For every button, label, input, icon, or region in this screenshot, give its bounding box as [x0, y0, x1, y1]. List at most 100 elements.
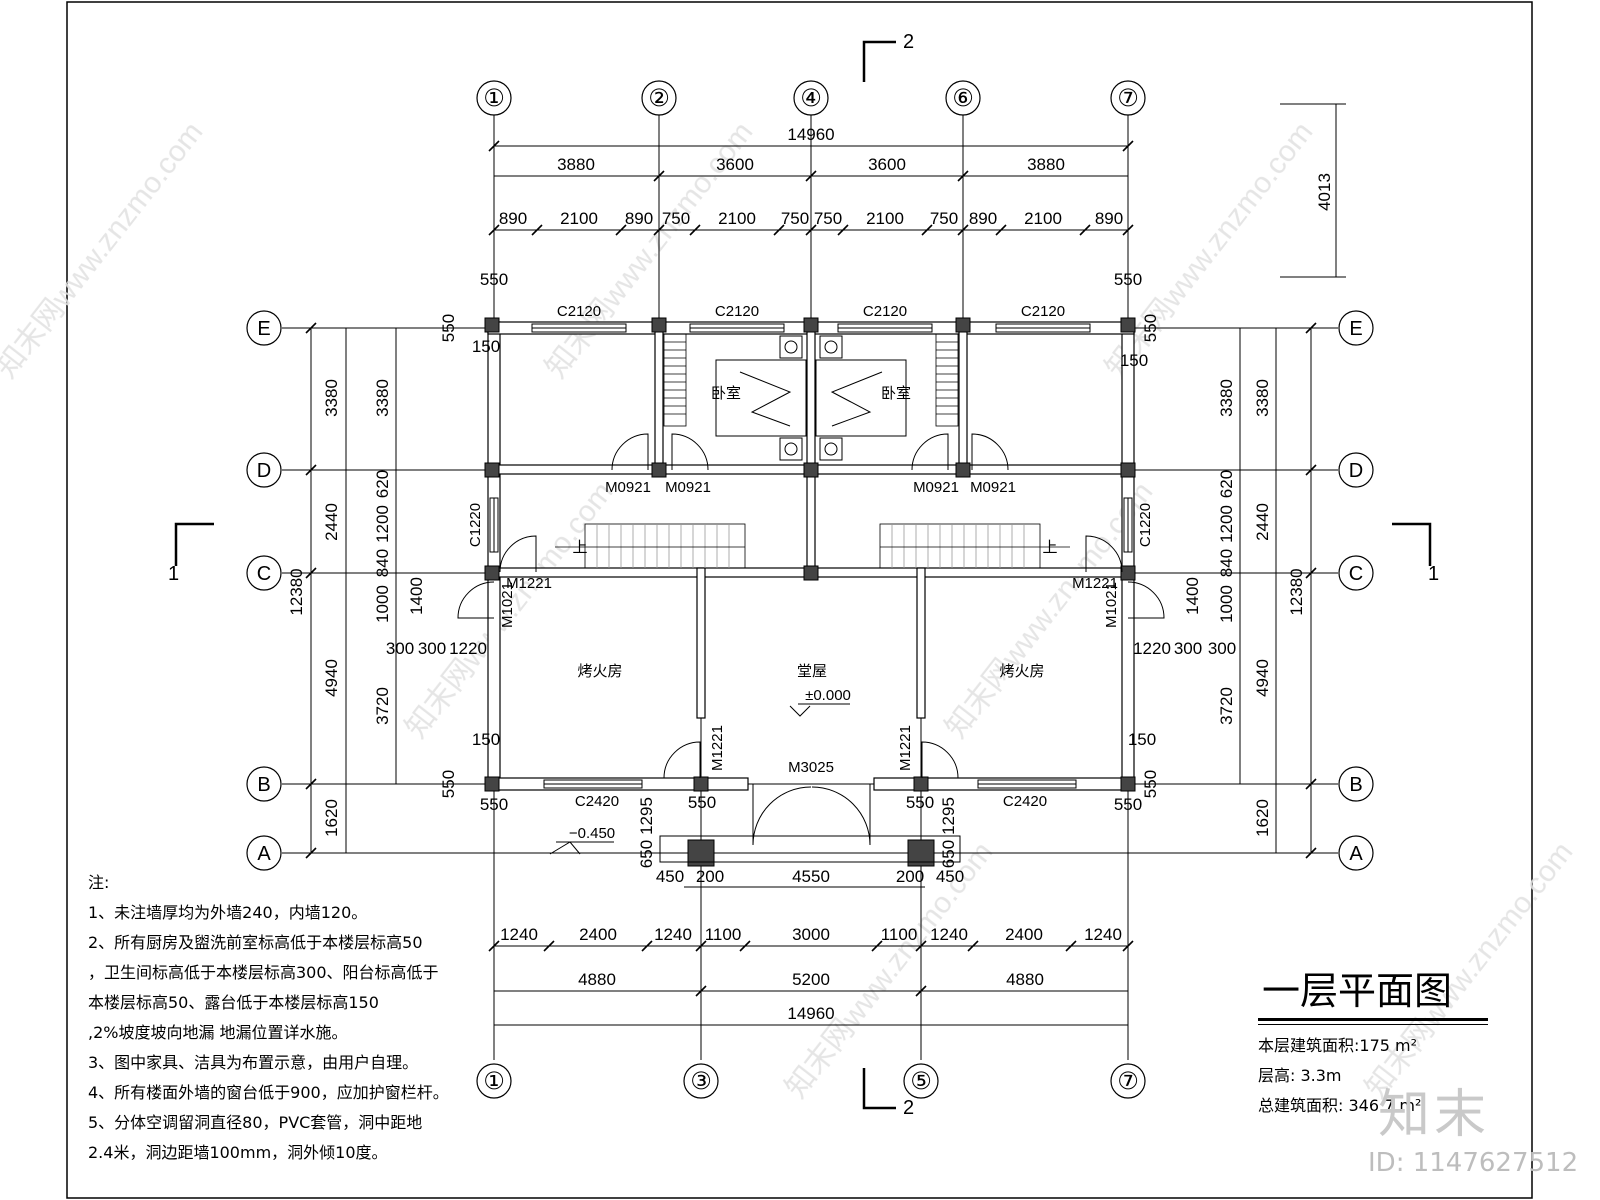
dim-top-detail: 890: [1095, 209, 1123, 228]
floor-level: ±0.000: [805, 687, 851, 704]
storey-area: 本层建筑面积:175 m²: [1258, 1036, 1418, 1055]
axis-label-top: ②: [648, 85, 670, 112]
axis-label-left: A: [257, 843, 271, 865]
dim-top-detail: 2100: [1024, 209, 1062, 228]
room-label-fire-room: 烤火房: [577, 663, 622, 680]
dim-side-outer: 2440: [322, 503, 341, 541]
note-line: 5、分体空调留洞直径80，PVC套管，洞中距地: [88, 1113, 423, 1132]
dim-top-detail: 2100: [718, 209, 756, 228]
dim-top-detail: 750: [930, 209, 958, 228]
dim-bottom-detail: 3000: [792, 925, 830, 944]
dim-front: 650: [939, 840, 958, 868]
door-tag: M1221: [1072, 575, 1118, 592]
dim-top-mid: 3880: [1027, 155, 1065, 174]
dim-side-outer: 1620: [322, 799, 341, 837]
entrance: [494, 703, 1128, 867]
window-tag: C2420: [575, 793, 619, 810]
dim-front: 450: [656, 867, 684, 886]
dim-side-mid: 1400: [407, 577, 426, 615]
axis-label-top: ①: [483, 85, 505, 112]
room-labels: 卧室 卧室 烤火房 堂屋 烤火房 上 上 ±0.000 −0.450: [569, 385, 1058, 842]
note-line: 2、所有厨房及盥洗前室标高低于本楼层标高50: [88, 933, 423, 952]
window-tag: C2120: [1021, 303, 1065, 320]
door-tag: M1021: [499, 582, 516, 628]
window-tag: C2420: [1003, 793, 1047, 810]
dim-right-h: 1220: [1133, 639, 1171, 658]
dim-wall: 150: [1120, 351, 1148, 370]
title-underline: [1258, 1018, 1488, 1021]
door-tag: M3025: [788, 759, 834, 776]
door-tag: M1021: [1103, 582, 1120, 628]
dim-top-mid: 3880: [557, 155, 595, 174]
axis-label-top: ④: [800, 85, 822, 112]
axis-label-bottom: ⑦: [1117, 1068, 1139, 1095]
axis-label-left: D: [257, 460, 271, 482]
axis-label-left: B: [257, 774, 270, 796]
window-tag: C2120: [715, 303, 759, 320]
section-mark-label: 1: [168, 563, 179, 585]
dim-corner: 550: [906, 793, 934, 812]
dim-bottom-detail: 2400: [579, 925, 617, 944]
dim-right-h: 300: [1174, 639, 1202, 658]
brand-logo: 知末: [1378, 1085, 1491, 1145]
dim-side-outer: 3380: [322, 379, 341, 417]
axis-label-left: C: [257, 563, 271, 585]
axis-label-bottom: ⑤: [910, 1068, 932, 1095]
storey-height: 层高: 3.3m: [1258, 1066, 1342, 1085]
dim-top-detail: 750: [814, 209, 842, 228]
opening-tags: C2120 C2120 C2120 C2120 C2420 C2420 C122…: [467, 303, 1154, 810]
title-block: 一层平面图 本层建筑面积:175 m² 层高: 3.3m 总建筑面积: 346.…: [1258, 968, 1488, 1121]
dim-left-h: 1220: [449, 639, 487, 658]
dim-corner: 550: [1141, 770, 1160, 798]
axis-labels: ① ② ④ ⑥ ⑦ ① ③ ⑤ ⑦: [483, 85, 1139, 1095]
dim-top-detail: 2100: [560, 209, 598, 228]
columns: [484, 317, 1136, 792]
section-mark-label: 1: [1428, 563, 1439, 585]
dim-side-outer: 4940: [322, 659, 341, 697]
windows: [489, 323, 1133, 789]
dim-side-outer: 2440: [1253, 503, 1272, 541]
stairs: [555, 523, 1070, 569]
room-label-bedroom: 卧室: [881, 385, 911, 402]
dim-front: 650: [637, 840, 656, 868]
section-mark-label: 2: [903, 31, 914, 53]
dim-corner: 550: [439, 770, 458, 798]
dimension-ticks: [305, 140, 1317, 997]
dim-side-mid: 840: [1217, 549, 1236, 577]
dim-right-h: 300: [1208, 639, 1236, 658]
dim-corner: 550: [480, 270, 508, 289]
note-line: ，卫生间标高低于本楼层标高300、阳台标高低于: [88, 963, 439, 982]
notes-block: 注: 1、未注墙厚均为外墙240，内墙120。 2、所有厨房及盥洗前室标高低于本…: [88, 868, 488, 1168]
dim-bottom-detail: 1240: [654, 925, 692, 944]
dim-top-detail: 890: [499, 209, 527, 228]
dim-bottom-detail: 1240: [1084, 925, 1122, 944]
dimension-lines: [310, 103, 1346, 1026]
door-tag: M0921: [970, 479, 1016, 496]
note-line: 2.4米，洞边距墙100mm，洞外倾10度。: [88, 1143, 388, 1162]
dimension-text: 14960 3880 3600 3600 3880 890 2100 890 7…: [287, 125, 1334, 1023]
dim-side-lower: 3720: [373, 687, 392, 725]
dim-wall: 150: [472, 337, 500, 356]
door-tag: M0921: [665, 479, 711, 496]
dim-side-mid: 1400: [1183, 577, 1202, 615]
dim-corner: 550: [480, 795, 508, 814]
dim-front: 200: [696, 867, 724, 886]
dim-corner: 550: [439, 314, 458, 342]
dim-wall: 150: [472, 730, 500, 749]
dim-bottom-mid: 5200: [792, 970, 830, 989]
dim-top-mid: 3600: [868, 155, 906, 174]
dim-front: 1295: [637, 797, 656, 835]
note-line: 4、所有楼面外墙的窗台低于900，应加护窗栏杆。: [88, 1083, 449, 1102]
image-id-label: ID: 1147627512: [1368, 1148, 1579, 1178]
axis-label-bottom: ③: [690, 1068, 712, 1095]
dim-top-detail: 2100: [866, 209, 904, 228]
dim-front: 4550: [792, 867, 830, 886]
dim-side-mid: 840: [373, 549, 392, 577]
notes-heading: 注:: [88, 873, 110, 892]
dim-bottom-detail: 2400: [1005, 925, 1043, 944]
watermark-text: 知末网www.znzmo.com: [0, 116, 209, 385]
stair-up-label: 上: [572, 539, 587, 556]
dim-side-outer: 3380: [1253, 379, 1272, 417]
axis-label-right: D: [1349, 460, 1363, 482]
